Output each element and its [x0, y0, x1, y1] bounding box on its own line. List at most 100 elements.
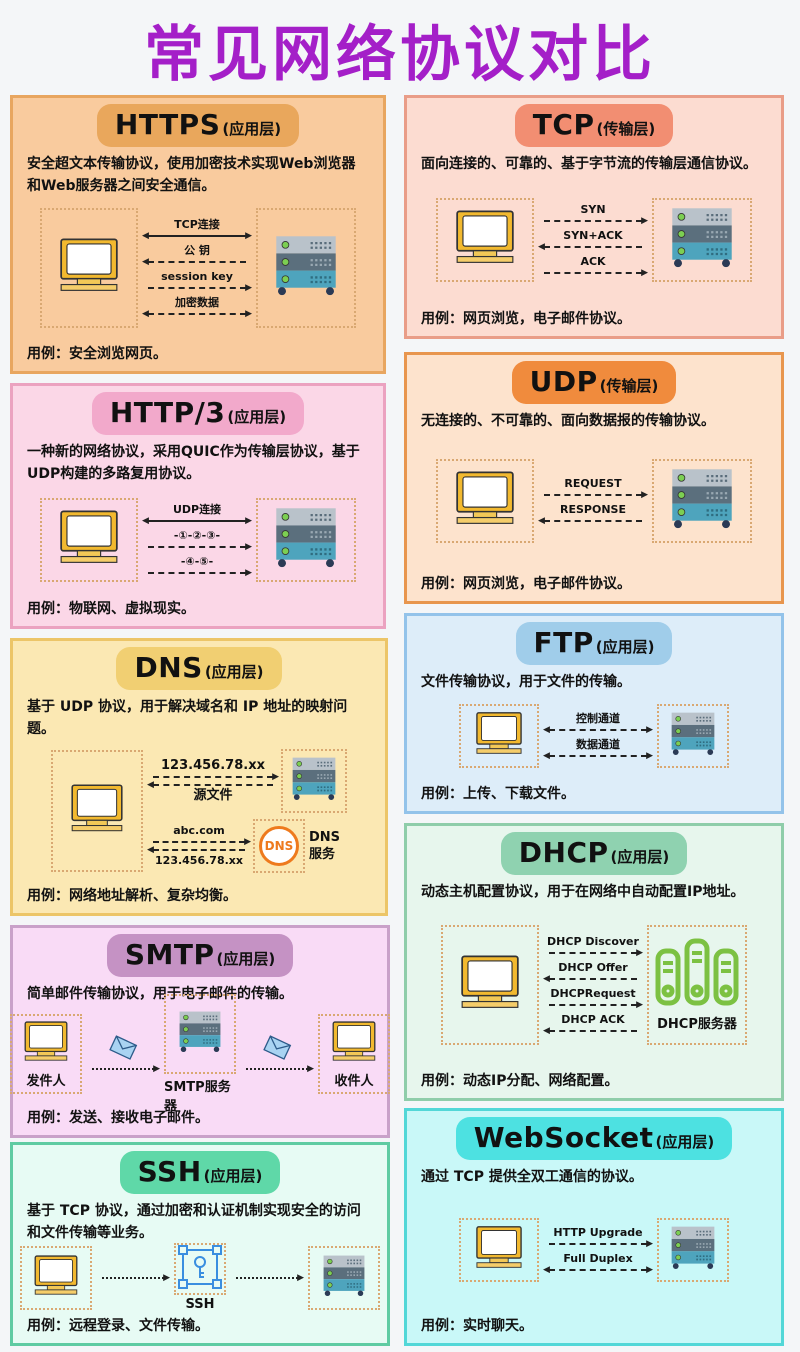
- protocol-name: DHCP: [518, 836, 609, 869]
- protocol-title: UDP(传输层): [511, 361, 677, 404]
- dhcp-server-icon: [652, 937, 742, 1011]
- monitor-icon: [20, 1020, 72, 1068]
- protocol-diagram: 发件人▶SMTP服务器▶收件人: [10, 994, 390, 1114]
- arrow-label: DHCP Discover: [547, 934, 639, 948]
- server-box: [652, 458, 752, 543]
- arrow-label: 123.456.78.xx: [155, 853, 243, 867]
- node-label: 发件人: [26, 1073, 66, 1089]
- arrowhead-right-icon: ▶: [244, 836, 251, 847]
- arrow-label: Full Duplex: [563, 1251, 633, 1265]
- monitor-icon: [471, 1225, 527, 1275]
- monitor-icon: [450, 209, 520, 271]
- arrow-right: ▶: [144, 283, 252, 293]
- arrow-label: session key: [161, 270, 233, 283]
- monitor-icon: [450, 470, 520, 532]
- protocol-description: 文件传输协议，用于文件的传输。: [421, 674, 631, 690]
- arrowhead-right-icon: ▶: [272, 771, 279, 782]
- card-tcp: TCP(传输层)面向连接的、可靠的、基于字节流的传输层通信协议。SYN▶SYN+…: [404, 95, 784, 339]
- arrowhead-right-icon: ▶: [636, 947, 643, 958]
- monitor-icon: [455, 954, 525, 1016]
- server-icon: [667, 467, 737, 535]
- page-title: 常见网络协议对比: [144, 20, 656, 90]
- protocol-diagram: 控制通道◀▶ 数据通道◀▶: [421, 693, 767, 779]
- protocol-description: 基于 UDP 协议，用于解决域名和 IP 地址的映射问题。: [27, 699, 348, 737]
- message-arrow: 数据通道◀▶: [543, 738, 653, 761]
- card-https: HTTPS(应用层)安全超文本传输协议，使用加密技术实现Web浏览器和Web服务…: [10, 95, 386, 374]
- arrowhead-right-icon: ▶: [245, 515, 252, 526]
- server-box: [256, 497, 356, 582]
- message-arrow: session key ▶: [144, 270, 252, 293]
- arrow-group: DHCP Discover▶DHCP Offer◀DHCPRequest▶DHC…: [543, 934, 643, 1036]
- dns-service-label-1: DNS: [309, 829, 341, 845]
- server-box: [657, 704, 729, 768]
- arrow-label: RESPONSE: [560, 502, 626, 516]
- protocol-layer: (应用层): [203, 1167, 263, 1185]
- protocol-layer: (应用层): [204, 663, 264, 681]
- protocol-layer: (传输层): [599, 377, 659, 395]
- arrow-group: UDP连接◀▶-①-②-③-▶-④-⑤-▶: [142, 502, 252, 578]
- message-arrow: DHCP Discover▶: [545, 934, 643, 958]
- arrowhead-right-icon: ▶: [641, 215, 648, 226]
- arrow-right: ▶: [540, 215, 648, 226]
- arrowhead-right-icon: ▶: [245, 283, 252, 293]
- message-arrow: ACK▶: [540, 255, 648, 278]
- protocol-description: 无连接的、不可靠的、面向数据报的传输协议。: [421, 413, 715, 429]
- arrow-label: REQUEST: [564, 476, 622, 490]
- protocol-name: SSH: [137, 1155, 202, 1188]
- protocol-usage: 用例：安全浏览网页。: [27, 346, 167, 362]
- connector: ▶: [242, 1035, 314, 1074]
- arrowhead-right-icon: ▶: [245, 231, 252, 241]
- server-box: [256, 208, 356, 328]
- server-box: DHCP服务器: [647, 924, 747, 1045]
- message-arrow: abc.com▶◀123.456.78.xx: [147, 824, 251, 868]
- protocol-name: UDP: [529, 365, 598, 398]
- server-icon: [271, 234, 341, 302]
- protocol-diagram: REQUEST▶RESPONSE◀: [421, 432, 767, 569]
- protocol-diagram: UDP连接◀▶-①-②-③-▶-④-⑤-▶: [27, 485, 369, 594]
- connector: ▶: [98, 1273, 170, 1283]
- protocol-layer: (应用层): [222, 120, 282, 138]
- dns-globe-icon: DNS: [259, 825, 299, 866]
- arrow-right: ▶: [88, 1064, 160, 1074]
- arrow-label: SYN+ACK: [563, 228, 623, 242]
- arrowhead-left-icon: ◀: [543, 1264, 550, 1275]
- server-icon: [174, 1010, 226, 1058]
- node-box: [164, 994, 236, 1074]
- arrow-label: UDP连接: [172, 502, 222, 516]
- arrowhead-right-icon: ▶: [245, 309, 252, 319]
- protocol-name: HTTPS: [114, 108, 221, 141]
- arrowhead-right-icon: ▶: [297, 1272, 304, 1283]
- message-arrow: 123.456.78.xx▶◀源文件: [147, 757, 279, 803]
- protocol-title: DHCP(应用层): [500, 832, 688, 875]
- client-box: [40, 208, 138, 328]
- client-box: [459, 1217, 539, 1282]
- arrow-both: ◀▶: [142, 231, 252, 241]
- arrow-both: ◀▶: [142, 309, 252, 319]
- arrow-left: ◀: [538, 242, 646, 252]
- arrowhead-right-icon: ▶: [245, 567, 252, 578]
- server-box: [281, 748, 347, 813]
- protocol-usage: 用例：上传、下载文件。: [421, 786, 575, 802]
- server-box: [652, 197, 752, 282]
- arrow-both: ◀▶: [543, 1264, 653, 1275]
- protocol-diagram: ▶SSH▶: [20, 1243, 380, 1312]
- monitor-icon: [66, 783, 128, 839]
- message-arrow: 控制通道◀▶: [543, 712, 653, 735]
- protocol-usage: 用例：动态IP分配、网络配置。: [421, 1073, 619, 1089]
- node-box: [308, 1245, 380, 1310]
- arrow-left: ◀: [147, 845, 249, 855]
- server-icon: [318, 1254, 370, 1302]
- arrowhead-right-icon: ▶: [646, 725, 653, 735]
- arrow-label: HTTP Upgrade: [553, 1225, 643, 1239]
- arrow-label: 源文件: [193, 787, 233, 803]
- source-row: 123.456.78.xx▶◀源文件: [147, 748, 347, 813]
- protocol-layer: (应用层): [655, 1133, 715, 1151]
- arrow-label: 123.456.78.xx: [161, 757, 265, 773]
- arrowhead-right-icon: ▶: [646, 1264, 653, 1275]
- protocol-layer: (应用层): [610, 848, 670, 866]
- message-arrow: 加密数据◀▶: [142, 296, 252, 319]
- arrowhead-left-icon: ◀: [142, 515, 149, 526]
- arrow-group: HTTP Upgrade ▶ Full Duplex◀▶: [543, 1225, 653, 1275]
- arrow-left: ◀: [543, 974, 641, 984]
